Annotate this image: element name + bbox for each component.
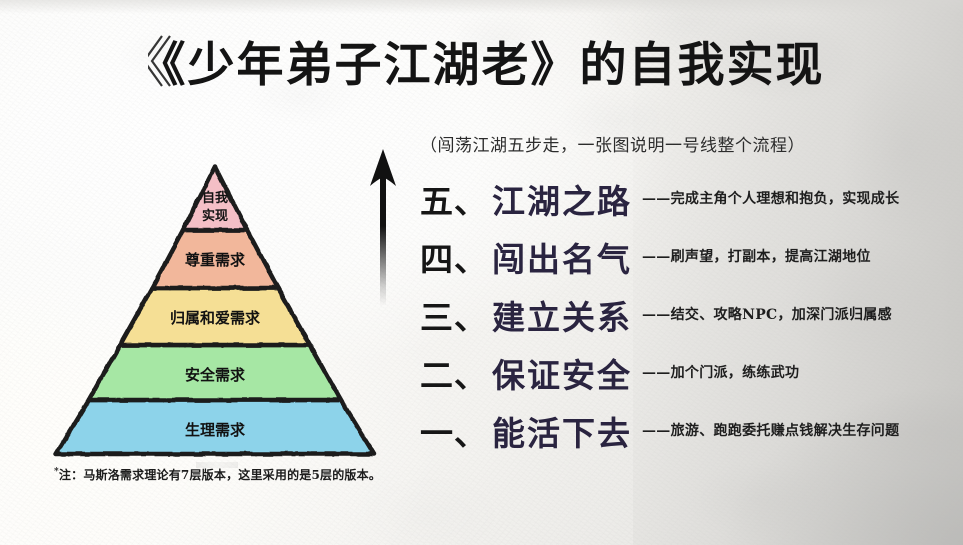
step-desc-5: ——完成主角个人理想和抱负，实现成长 <box>642 191 900 207</box>
step-item-1: 一、 能活下去 ——旅游、跑跑委托赚点钱解决生存问题 <box>420 402 960 460</box>
step-desc-3: ——结交、攻略NPC，加深门派归属感 <box>642 307 892 323</box>
pyramid-label-physiological: 生理需求 <box>185 421 246 439</box>
step-desc-2: ——加个门派，练练武功 <box>642 365 800 381</box>
pyramid-layer-self-actualization <box>180 164 250 233</box>
step-number-4: 四、 <box>420 240 488 279</box>
step-item-4: 四、 闯出名气 ——刷声望，打副本，提高江湖地位 <box>420 228 960 286</box>
step-number-5: 五、 <box>420 182 488 221</box>
pyramid-label-self-actualization-line1: 自我 <box>202 190 228 206</box>
background-top-vignette <box>0 0 963 14</box>
step-title-2: 保证安全 <box>492 356 632 395</box>
maslow-pyramid-diagram: 自我 实现 尊重需求 归属和爱需求 安全需求 生理需求 <box>53 164 377 457</box>
pyramid-label-belonging: 归属和爱需求 <box>170 309 261 327</box>
pyramid-label-safety: 安全需求 <box>185 366 246 384</box>
step-title-3: 建立关系 <box>492 298 632 337</box>
upward-arrow-icon <box>370 149 396 306</box>
step-title-5: 江湖之路 <box>492 182 632 221</box>
page-title: 《少年弟子江湖老》的自我实现 <box>138 38 825 93</box>
step-title-4: 闯出名气 <box>492 240 632 279</box>
double-chevron-left-icon <box>148 35 171 87</box>
step-desc-1: ——旅游、跑跑委托赚点钱解决生存问题 <box>642 423 900 439</box>
footnote-asterisk: * <box>54 467 59 477</box>
step-item-2: 二、 保证安全 ——加个门派，练练武功 <box>420 344 960 402</box>
step-number-1: 一、 <box>420 414 488 453</box>
pyramid-label-esteem: 尊重需求 <box>185 251 246 269</box>
step-item-5: 五、 江湖之路 ——完成主角个人理想和抱负，实现成长 <box>420 170 960 228</box>
footnote: *注：马斯洛需求理论有7层版本，这里采用的是5层的版本。 <box>54 466 381 483</box>
steps-list: 五、 江湖之路 ——完成主角个人理想和抱负，实现成长 四、 闯出名气 ——刷声望… <box>420 170 960 460</box>
step-number-3: 三、 <box>420 298 488 337</box>
step-item-3: 三、 建立关系 ——结交、攻略NPC，加深门派归属感 <box>420 286 960 344</box>
background-bottom-right-shade <box>663 345 963 545</box>
step-desc-4: ——刷声望，打副本，提高江湖地位 <box>642 249 871 265</box>
step-title-1: 能活下去 <box>492 414 632 453</box>
faint-smudge-mark <box>196 462 238 468</box>
footnote-text: 注：马斯洛需求理论有7层版本，这里采用的是5层的版本。 <box>58 468 382 482</box>
step-number-2: 二、 <box>420 356 488 395</box>
page-subtitle: （闯荡江湖五步走，一张图说明一号线整个流程） <box>420 136 805 156</box>
pyramid-label-self-actualization-line2: 实现 <box>202 208 228 224</box>
